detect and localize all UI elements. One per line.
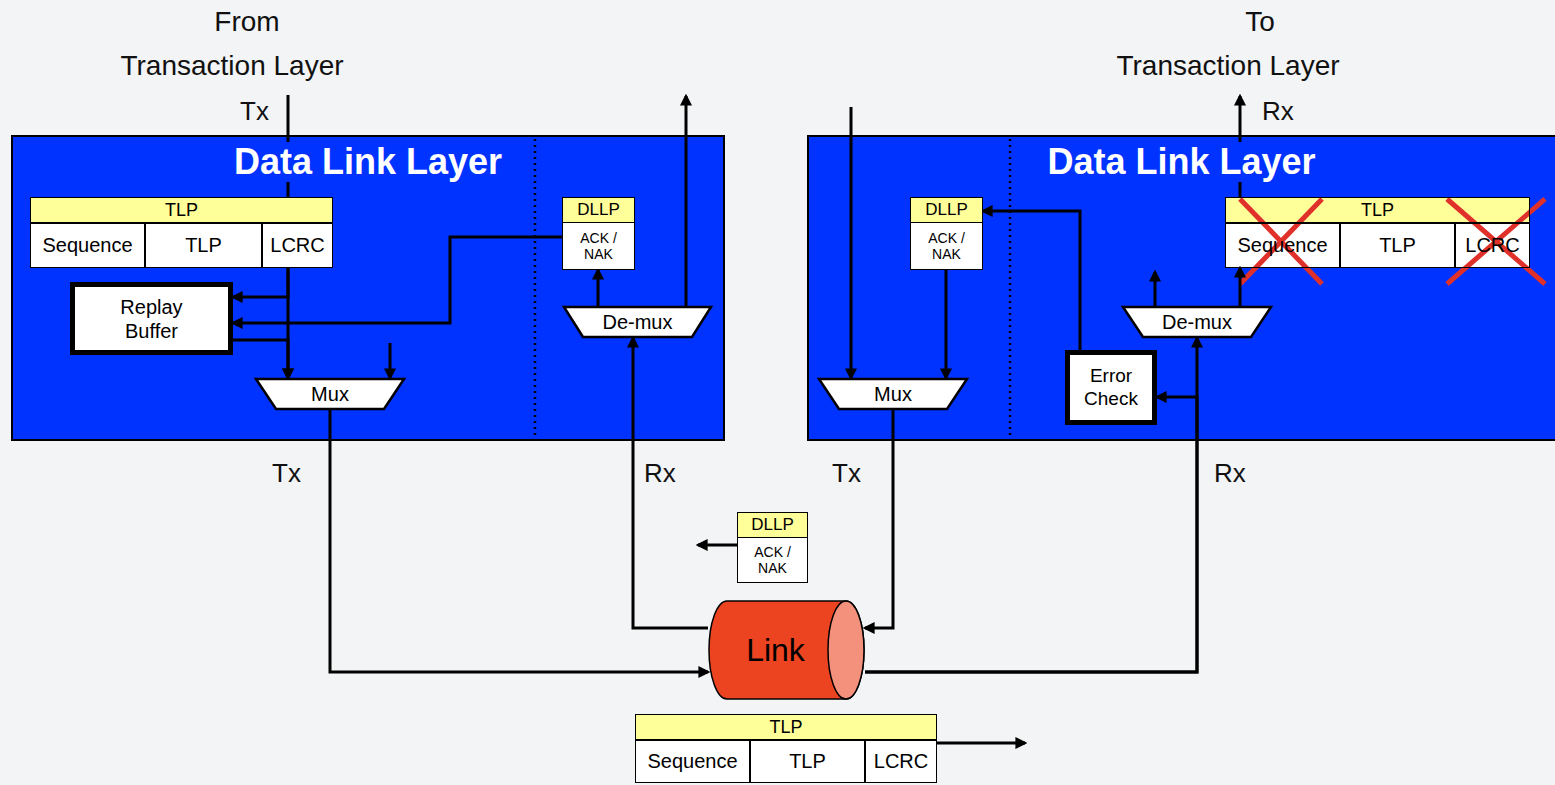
signal-wire: [685, 96, 688, 306]
mux-label: De-mux: [602, 310, 672, 334]
packet-header: TLP: [1225, 197, 1530, 223]
link-cylinder: Link: [708, 600, 865, 700]
field-label: TLP: [185, 234, 222, 257]
field-label: LCRC: [270, 234, 324, 257]
trapezoid-outline: [819, 379, 967, 409]
mux-trapezoid: Mux: [818, 378, 968, 410]
packet-field: Sequence: [30, 223, 145, 268]
label-box: Tx: [832, 458, 861, 489]
label-box: Rx: [1214, 458, 1246, 489]
field-label: LCRC: [1465, 234, 1519, 257]
packet-fill: [1225, 223, 1530, 268]
connector-arrow: [865, 397, 1197, 672]
packet-header: DLLP: [563, 198, 634, 223]
divider-line: [1009, 139, 1012, 438]
connector-arrow: [633, 338, 708, 628]
field-label: Sequence: [1237, 234, 1327, 257]
direction-label: Rx: [1262, 96, 1294, 127]
packet-header: DLLP: [911, 198, 982, 223]
connector-arrow: [233, 268, 288, 297]
connector-arrow: [287, 268, 290, 378]
packet-field: LCRC: [262, 223, 333, 268]
packet-header-fill: [1225, 197, 1530, 223]
layer-panel: [808, 136, 1555, 440]
label-box: Tx: [272, 458, 301, 489]
check-box: Error Check: [1065, 350, 1157, 425]
packet-type: ACK / NAK: [563, 223, 634, 269]
layer-block: Data Link LayerTLP Sequence TLP LCRC Replay …: [12, 136, 724, 440]
layer-title: Data Link Layer: [229, 142, 507, 182]
label-box: Tx: [240, 96, 269, 127]
signal-wire: [850, 107, 853, 378]
field-label: TLP: [1379, 234, 1416, 257]
divider-line: [534, 139, 537, 438]
layer-caption: From Transaction Layer: [112, 0, 352, 88]
trapezoid-outline: [1123, 307, 1271, 337]
layer-block: Data Link LayerDLLPACK / NAK Mux TLP Sequen…: [808, 136, 1555, 440]
trapezoid-outline: [564, 307, 711, 337]
cylinder-body: [709, 601, 864, 699]
demux-trapezoid: De-mux: [563, 306, 712, 338]
layer-caption: To Transaction Layer: [1108, 0, 1348, 88]
mux-label: Mux: [311, 382, 349, 406]
cylinder-end: [828, 601, 864, 699]
field-label: Sequence: [647, 750, 737, 773]
layer-panel: [12, 136, 724, 440]
direction-arrow: [937, 742, 1025, 745]
packet-type: ACK / NAK: [738, 538, 807, 582]
signal-wire: [389, 343, 392, 378]
label-box: Rx: [1262, 96, 1294, 127]
layer-title: Data Link Layer: [1042, 142, 1320, 182]
demux-trapezoid: De-mux: [1122, 306, 1272, 338]
dllp-packet: DLLPACK / NAK: [910, 197, 983, 270]
buffer-box: Replay Buffer: [70, 282, 233, 355]
connector-arrow: [1239, 268, 1242, 306]
packet-field: TLP: [750, 740, 865, 783]
field-label: TLP: [789, 750, 826, 773]
trapezoid-outline: [256, 379, 404, 409]
direction-arrow: [698, 544, 737, 547]
packet-field: Sequence: [635, 740, 750, 783]
label-box: Rx: [644, 458, 676, 489]
packet-field: Sequence: [1225, 223, 1340, 268]
packet-field: TLP: [1340, 223, 1455, 268]
dllp-packet: DLLPACK / NAK: [737, 512, 808, 583]
direction-label: Rx: [1214, 458, 1246, 489]
connector-arrow: [233, 340, 288, 378]
block-label: Error Check: [1076, 365, 1146, 411]
strike-mark: [1447, 199, 1545, 284]
packet-header: TLP: [30, 197, 333, 223]
mux-label: Mux: [874, 382, 912, 406]
connector-arrow: [865, 410, 893, 628]
label-box: To Transaction Layer: [1108, 0, 1348, 88]
block-label: Replay Buffer: [97, 295, 206, 343]
mux-label: De-mux: [1162, 310, 1232, 334]
link-label: Link: [746, 632, 805, 669]
tlp-packet: TLP Sequence TLP LCRC: [635, 714, 937, 783]
connector-arrow: [330, 410, 708, 672]
strike-mark: [1447, 199, 1545, 284]
signal-wire: [1154, 272, 1157, 306]
packet-header: DLLP: [738, 513, 807, 538]
mux-trapezoid: Mux: [255, 378, 405, 410]
label-box: From Transaction Layer: [112, 0, 352, 88]
connector-arrow: [983, 211, 1080, 350]
tlp-packet: TLP Sequence TLP LCRC: [30, 197, 333, 268]
dllp-packet: DLLPACK / NAK: [562, 197, 635, 270]
tlp-packet: TLP Sequence TLP LCRC: [1225, 197, 1530, 268]
direction-label: Tx: [272, 458, 301, 489]
packet-field: TLP: [145, 223, 262, 268]
connector-arrow: [945, 270, 948, 378]
direction-label: Tx: [240, 96, 269, 127]
packet-type: ACK / NAK: [911, 223, 982, 269]
connector-arrow: [597, 270, 600, 306]
direction-label: Tx: [832, 458, 861, 489]
packet-header: TLP: [635, 714, 937, 740]
direction-label: Rx: [644, 458, 676, 489]
field-label: LCRC: [874, 750, 928, 773]
field-label: Sequence: [42, 234, 132, 257]
packet-field: LCRC: [865, 740, 937, 783]
packet-field: LCRC: [1455, 223, 1530, 268]
